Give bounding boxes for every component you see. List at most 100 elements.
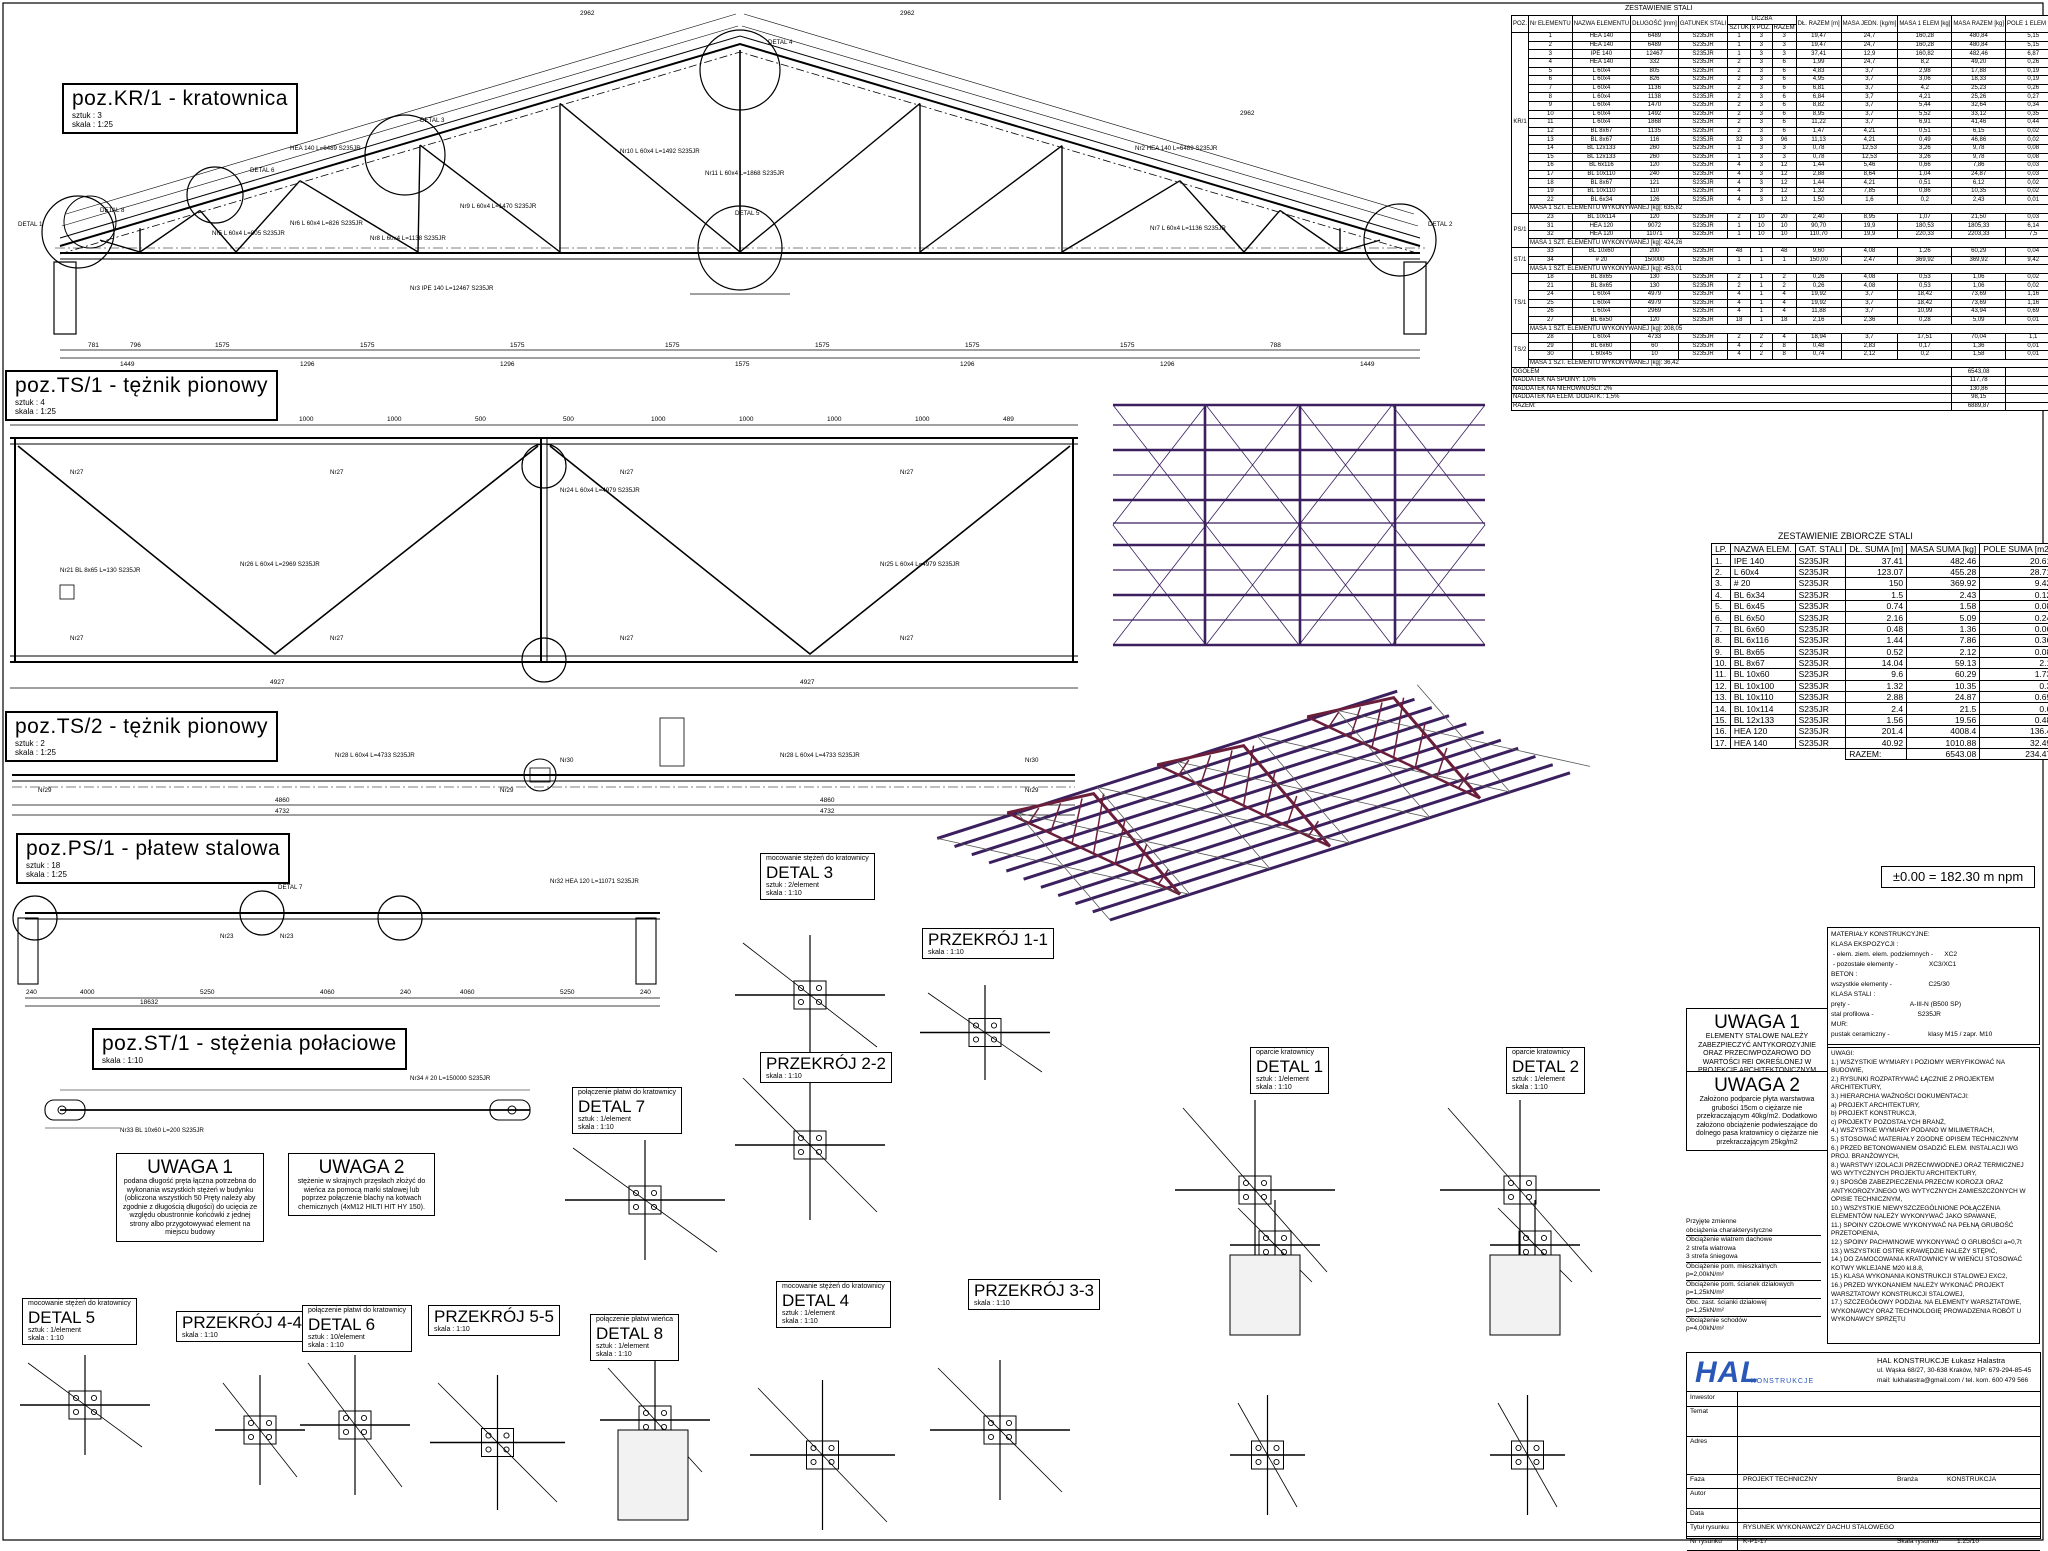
- brace-ts1-drawing: [10, 425, 1078, 688]
- ts1-member-label: Nr21 BL 8x65 L=130 S235JR: [60, 567, 141, 574]
- steel-table-cell: IPE 140: [1572, 50, 1630, 59]
- ts2-member-label: Nr28 L 60x4 L=4733 S235JR: [335, 752, 415, 759]
- general-note-line: b) PROJEKT KONSTRUKCJI,: [1831, 1110, 2036, 1119]
- steel-table-cell: 19,92: [1796, 299, 1841, 308]
- steel-table-cell: 1,6: [1841, 196, 1898, 205]
- steel-table-cell: 4: [1772, 333, 1796, 342]
- general-note-line: 16.) PRZED WYKONANIEM NALEŻY WYKONAĆ PRO…: [1831, 1282, 2036, 1299]
- kr1-detail-callout: DETAL 6: [250, 167, 275, 174]
- detail-foundation: [1230, 1255, 1300, 1335]
- steel-table-cell: 120: [1631, 213, 1679, 222]
- summary-table-cell: [1712, 749, 1846, 760]
- note-st-uwaga1-body: podana długość pręta łączna potrzebna do…: [122, 1178, 258, 1238]
- steel-table-cell: 6,12: [1952, 179, 2006, 188]
- summary-table-cell: 482.46: [1907, 555, 1980, 566]
- detail-subtext: sztuk : 1/element: [578, 1116, 676, 1124]
- steel-table-header-cell: RAZEM: [1772, 24, 1796, 33]
- steel-table-cell: 0,26: [2006, 84, 2048, 93]
- ps1-member-label: Nr23: [280, 933, 294, 940]
- steel-table-cell: 0,04: [2006, 248, 2048, 257]
- steel-table-cell: BL 6x50: [1572, 316, 1630, 325]
- kr1-detail-callout: DETAL 3: [420, 117, 445, 124]
- steel-table-cell: 4: [1529, 58, 1573, 67]
- steel-table-total-row: NADDATEK NA ELEM. DODATK.: 1,5%98,153,52: [1512, 394, 2048, 403]
- steel-table-cell: 0,53: [1898, 273, 1952, 282]
- kr1-detail-callout: DETAL 8: [100, 207, 125, 214]
- steel-table-cell: 1: [1529, 33, 1573, 42]
- load-line: Obciążenie pom. ścianek działowych: [1686, 1280, 1821, 1290]
- roof-plan-view: [1113, 405, 1485, 645]
- steel-table-cell: 19,92: [1796, 291, 1841, 300]
- summary-table-cell: 150: [1846, 578, 1907, 589]
- steel-table-cell: 10,35: [1952, 187, 2006, 196]
- steel-table-cell: 1: [1728, 41, 1751, 50]
- steel-table-cell: 21: [1529, 282, 1573, 291]
- steel-table-cell: 116: [1631, 136, 1679, 145]
- steel-table-mass-row: MASA 1 SZT. ELEMENTU WYKONYWANEJ [kg]: 4…: [1512, 239, 2048, 248]
- steel-table-cell: 26: [1529, 308, 1573, 317]
- summary-table-cell: 16.: [1712, 726, 1731, 737]
- steel-table-cell: 4,08: [1841, 248, 1898, 257]
- steel-table-cell: S235JR: [1678, 136, 1727, 145]
- steel-table-cell: BL 8x65: [1572, 282, 1630, 291]
- steel-table-cell: S235JR: [1678, 351, 1727, 360]
- purlin-ps1-labels: Nr31 HEA 120 L=9072 S235JRNr32 HEA 120 L…: [115, 878, 639, 940]
- steel-table-cell: 6: [1772, 67, 1796, 76]
- load-line: obciążenia charakterystyczne: [1686, 1227, 1821, 1236]
- steel-table-cell: 49,20: [1952, 58, 2006, 67]
- steel-table-cell: 2203,33: [1952, 230, 2006, 239]
- ts1-member-label: Nr27: [900, 635, 914, 642]
- steel-table-cell: 6: [1772, 110, 1796, 119]
- steel-table-cell: 2: [1728, 58, 1751, 67]
- steel-table-cell: 480,84: [1952, 33, 2006, 42]
- steel-table-cell: 0,27: [2006, 93, 2048, 102]
- summary-table-cell: 1.44: [1846, 635, 1907, 646]
- steel-table-cell: 0,01: [2006, 316, 2048, 325]
- detail-subtext: skala : 1:10: [434, 1326, 554, 1334]
- steel-table-cell: HEA 140: [1572, 58, 1630, 67]
- steel-table-cell: 3: [1772, 153, 1796, 162]
- steel-table-cell: 0,28: [1898, 316, 1952, 325]
- kr1-member-label: Nr5 L 60x4 L=805 S235JR: [212, 230, 285, 237]
- steel-table-cell: 2: [1772, 273, 1796, 282]
- steel-table-cell: S235JR: [1678, 187, 1727, 196]
- steel-table-cell: 0,34: [2006, 101, 2048, 110]
- summary-table-header-cell: POLE SUMA [m2]: [1980, 544, 2048, 555]
- summary-table-cell: 9.6: [1846, 669, 1907, 680]
- ts1-member-label: Nr27: [330, 469, 344, 476]
- title-block-row: Adres: [1687, 1436, 2040, 1475]
- steel-table-cell: 1,1: [2006, 333, 2048, 342]
- steel-table-cell: 18: [1529, 179, 1573, 188]
- steel-table-cell: L 60x4: [1572, 76, 1630, 85]
- summary-table-cell: 0.6: [1980, 703, 2048, 714]
- steel-table-cell: 30: [1529, 351, 1573, 360]
- steel-table-header-cell: NAZWA ELEMENTU: [1572, 16, 1630, 33]
- steel-table-cell: 0,02: [2006, 136, 2048, 145]
- summary-table-cell: BL 6x50: [1730, 612, 1795, 623]
- steel-table-cell: 4: [1728, 162, 1751, 171]
- steel-table-mass-row: MASA 1 SZT. ELEMENTU WYKONYWANEJ [kg]: 2…: [1512, 325, 2048, 334]
- summary-table-cell: BL 10x60: [1730, 669, 1795, 680]
- steel-table-cell: 1,58: [1952, 351, 2006, 360]
- detail-title: PRZEKRÓJ 3-3: [974, 1281, 1094, 1300]
- ts1-member-label: Nr24 L 60x4 L=4979 S235JR: [560, 487, 640, 494]
- steel-table-cell: 110: [1631, 187, 1679, 196]
- steel-table-cell: 11: [1529, 119, 1573, 128]
- steel-table-cell: NADDATEK NA SPOINY: 1,0%: [1512, 376, 1952, 385]
- summary-table-cell: 0.08: [1980, 646, 2048, 657]
- kr1-dim-bottom: 788: [1270, 342, 1281, 349]
- summary-table-cell: 9.: [1712, 646, 1731, 657]
- steel-table-cell: BL 6x34: [1572, 196, 1630, 205]
- title-ps1: poz.PS/1 - płatew stalowa sztuk : 18 ska…: [16, 833, 290, 884]
- steel-table-cell: 10: [1750, 222, 1772, 231]
- detail-subtext: mocowanie stężeń do kratownicy: [782, 1283, 885, 1291]
- company-logo-sub: KONSTRUKCJE: [1751, 1378, 1814, 1385]
- summary-table-cell: 5.: [1712, 600, 1731, 611]
- detail-subtext: skala : 1:10: [974, 1300, 1094, 1308]
